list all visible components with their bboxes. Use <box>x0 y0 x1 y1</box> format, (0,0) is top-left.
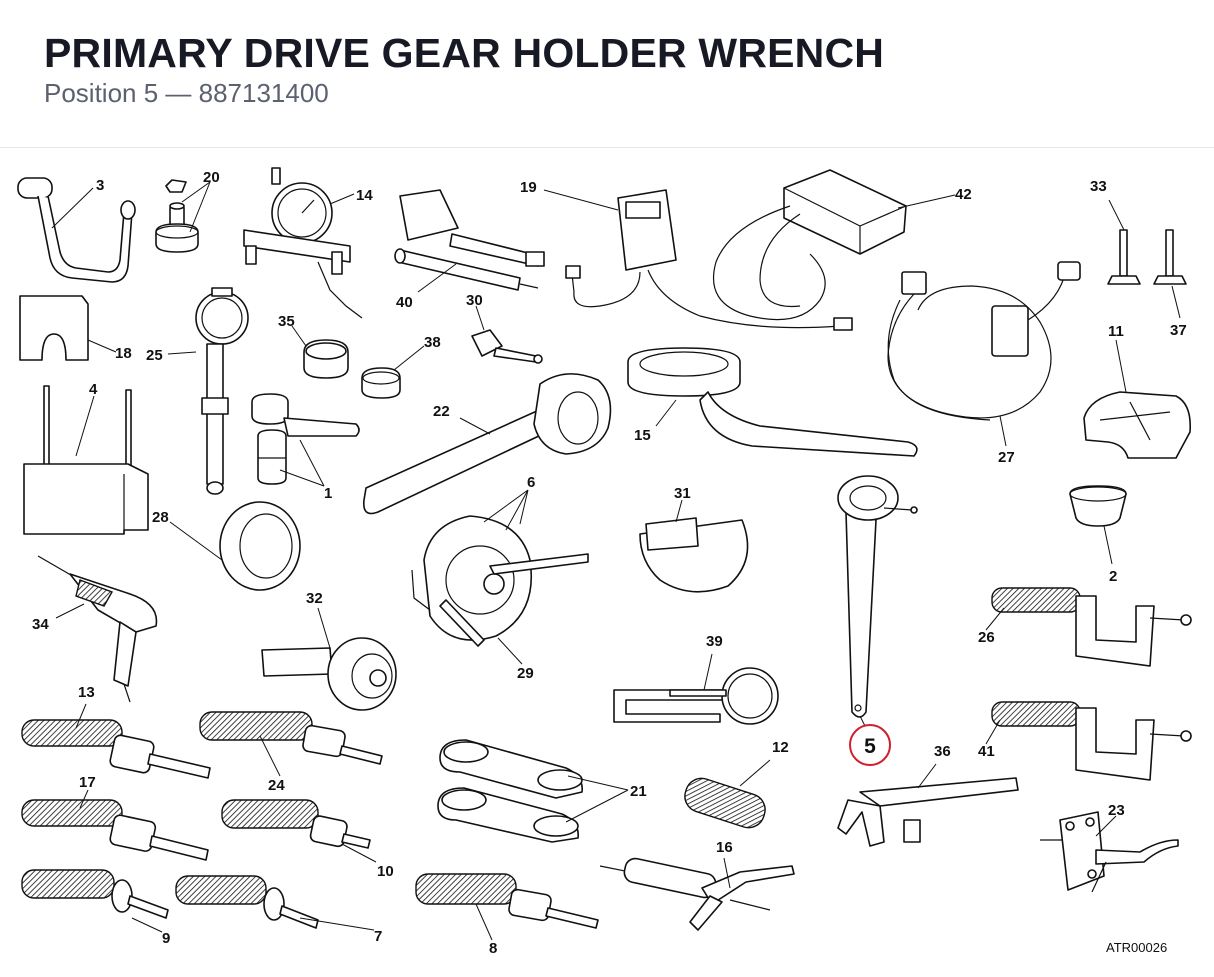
highlight-ring <box>849 724 891 766</box>
callout-3: 3 <box>96 177 104 194</box>
tool-35-nut <box>303 339 349 379</box>
tool-8-drift <box>415 873 599 929</box>
tool-20-adapters <box>155 179 199 253</box>
callout-30: 30 <box>466 292 483 309</box>
tool-17-drift <box>21 799 209 861</box>
tool-13-drift <box>21 719 211 779</box>
tool-18-plate <box>19 295 89 361</box>
callout-18: 18 <box>115 345 132 362</box>
tool-2-cup <box>1069 485 1127 527</box>
tool-32-gear <box>261 637 397 711</box>
callout-33: 33 <box>1090 178 1107 195</box>
tool-28-ring <box>219 501 301 591</box>
callout-14: 14 <box>356 187 373 204</box>
tool-27-cable <box>887 261 1081 421</box>
tool-30-screw <box>471 329 543 364</box>
callout-13: 13 <box>78 684 95 701</box>
callout-labels: 3 20 14 19 42 33 37 18 25 40 30 35 38 11… <box>32 169 1187 957</box>
page-title: PRIMARY DRIVE GEAR HOLDER WRENCH <box>44 30 885 76</box>
tool-15-ring-spanner <box>627 347 918 457</box>
tool-12-knurled-handle <box>684 777 766 829</box>
callout-42: 42 <box>955 186 972 203</box>
callout-31: 31 <box>674 485 691 502</box>
tool-10-drift <box>221 799 371 849</box>
callout-9: 9 <box>162 930 170 947</box>
callout-29: 29 <box>517 665 534 682</box>
page-subtitle: Position 5 — 887131400 <box>44 78 329 108</box>
callout-16: 16 <box>716 839 733 856</box>
header: PRIMARY DRIVE GEAR HOLDER WRENCH Positio… <box>0 0 1214 148</box>
callout-22: 22 <box>433 403 450 420</box>
tool-4-stand <box>23 385 149 535</box>
tool-6-29-degree-wheel <box>411 515 589 647</box>
callout-10: 10 <box>377 863 394 880</box>
callout-27: 27 <box>998 449 1015 466</box>
tool-16-slide-hammer <box>599 857 795 931</box>
tool-7-drift <box>175 875 319 929</box>
tool-3-handle <box>17 177 136 283</box>
tool-5-holder-wrench <box>837 475 918 718</box>
callout-36: 36 <box>934 743 951 760</box>
callout-32: 32 <box>306 590 323 607</box>
callout-15: 15 <box>634 427 651 444</box>
tool-23-puller-plate <box>1040 811 1179 893</box>
tool-40-bars <box>394 189 545 291</box>
reference-code: ATR00026 <box>1106 940 1168 955</box>
tool-1-holder <box>251 393 360 485</box>
callout-37: 37 <box>1170 322 1187 339</box>
callout-6: 6 <box>527 474 535 491</box>
tool-38-socket <box>361 367 401 399</box>
tool-31-protractor <box>639 517 749 593</box>
callout-23: 23 <box>1108 802 1125 819</box>
tool-19-tester <box>565 189 853 331</box>
callout-34: 34 <box>32 616 49 633</box>
callout-24: 24 <box>268 777 285 794</box>
tool-24-drift <box>199 711 383 765</box>
leader-lines <box>51 181 1181 941</box>
tool-22-wrench <box>362 373 612 515</box>
callout-5: 5 <box>864 735 876 758</box>
tool-39-caliper <box>613 667 779 725</box>
callout-19: 19 <box>520 179 537 196</box>
callout-4: 4 <box>89 381 98 398</box>
callout-8: 8 <box>489 940 497 957</box>
callout-7: 7 <box>374 928 382 945</box>
tool-42-control-box <box>712 169 907 321</box>
callout-41: 41 <box>978 743 995 760</box>
tool-26-puller <box>991 587 1192 667</box>
callout-35: 35 <box>278 313 295 330</box>
callout-25: 25 <box>146 347 163 364</box>
tool-21-links <box>437 739 583 843</box>
callout-26: 26 <box>978 629 995 646</box>
callout-1: 1 <box>324 485 332 502</box>
callout-12: 12 <box>772 739 789 756</box>
tool-25-bore-gauge <box>195 287 249 495</box>
tool-14-dial-gauge-bar <box>243 167 363 319</box>
tool-41-puller <box>991 701 1192 781</box>
callout-39: 39 <box>706 633 723 650</box>
tool-11-housing <box>1083 391 1192 459</box>
callout-17: 17 <box>79 774 96 791</box>
callout-2: 2 <box>1109 568 1117 585</box>
tool-9-drift <box>21 869 169 919</box>
tool-diagram: 3 20 14 19 42 33 37 18 25 40 30 35 38 11… <box>17 167 1192 957</box>
callout-28: 28 <box>152 509 169 526</box>
callout-38: 38 <box>424 334 441 351</box>
callout-21: 21 <box>630 783 647 800</box>
tool-34-air-wrench <box>37 555 158 703</box>
callout-20: 20 <box>203 169 220 186</box>
callout-11: 11 <box>1108 323 1124 340</box>
tool-33-37-valves <box>1107 229 1187 285</box>
tool-36-bent-tool <box>837 777 1019 847</box>
callout-40: 40 <box>396 294 413 311</box>
